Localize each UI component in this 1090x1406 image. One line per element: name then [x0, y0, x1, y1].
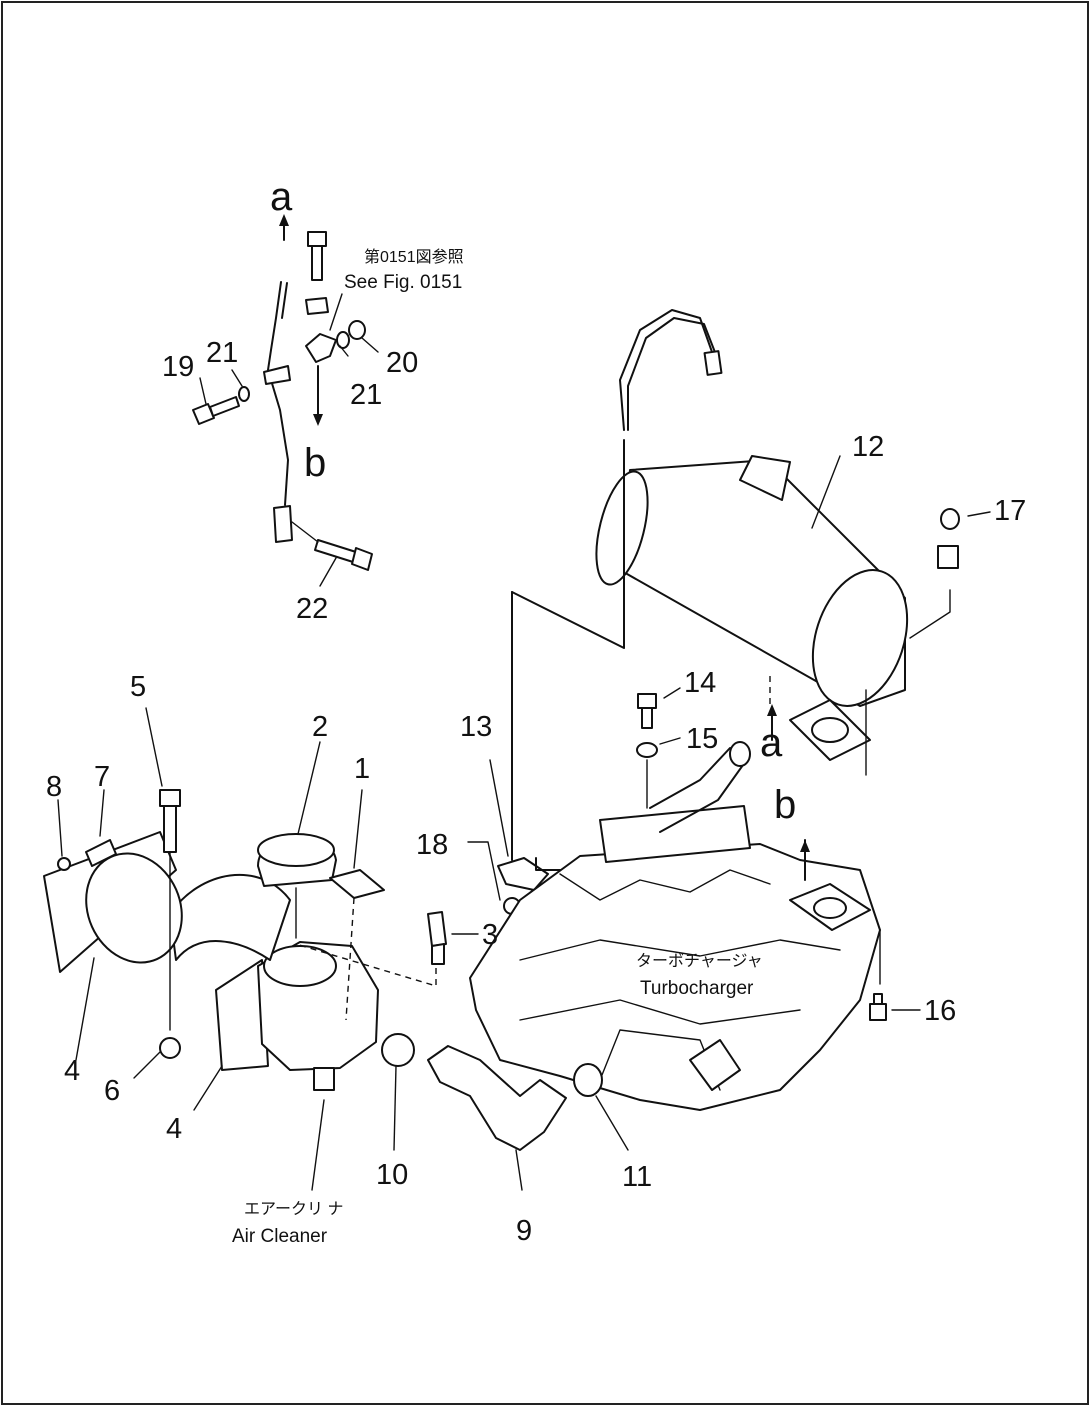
washer-21-right-icon: [336, 331, 350, 349]
callout-19: 19: [162, 351, 194, 383]
callout-8: 8: [46, 771, 62, 803]
callout-1: 1: [354, 753, 370, 785]
nut-17-icon: [909, 508, 991, 639]
bolt-14-icon: [636, 687, 681, 809]
turbocharger-en-label: Turbocharger: [640, 978, 754, 999]
callout-numbers: 1 2 3 4 4 5 6 7 8 9 10 11 12 13 14 15 16…: [46, 337, 1026, 1247]
upper-bolt-icon: [305, 231, 329, 315]
see-fig-jp-note: 第0151図参照: [364, 248, 464, 266]
callout-9: 9: [516, 1215, 532, 1247]
connection-letters: a b a b: [270, 175, 796, 827]
muffler-12-icon: [511, 309, 909, 861]
air-cleaner-icon: [169, 873, 379, 1191]
letter-b-top: b: [304, 441, 326, 485]
bracket-detail: [192, 214, 379, 587]
callout-10: 10: [376, 1159, 408, 1191]
callout-4-left: 4: [64, 1055, 80, 1087]
callout-21-right: 21: [350, 379, 382, 411]
clamp-10-icon: [381, 1033, 415, 1067]
see-fig-en-note: See Fig. 0151: [344, 272, 462, 293]
engine-turbocharger-icon: [469, 741, 881, 1111]
callout-18: 18: [416, 829, 448, 861]
sensor-3-icon: [295, 911, 479, 987]
clamp-11-icon: [573, 1063, 603, 1097]
spring-7-icon: [85, 789, 117, 867]
callout-12: 12: [852, 431, 884, 463]
callout-7: 7: [94, 761, 110, 793]
air-cleaner-en-label: Air Cleaner: [232, 1226, 328, 1247]
callout-17: 17: [994, 495, 1026, 527]
letter-a-right: a: [760, 721, 783, 765]
callout-13: 13: [460, 711, 492, 743]
nut-20-icon: [348, 320, 366, 340]
gasket-icon: [767, 689, 871, 776]
hose-9-icon: [427, 1045, 567, 1191]
callout-16: 16: [924, 995, 956, 1027]
callout-20: 20: [386, 347, 418, 379]
letter-a-top: a: [270, 175, 293, 219]
turbocharger-jp-label: ターボチャージャ: [636, 952, 763, 970]
bolt-16-icon: [869, 993, 921, 1021]
callout-4-lower: 4: [166, 1113, 182, 1145]
callout-15: 15: [686, 723, 718, 755]
callout-11: 11: [622, 1161, 652, 1193]
band-4-icon: [43, 831, 223, 1111]
letter-b-right: b: [774, 783, 796, 827]
callout-3: 3: [482, 919, 498, 951]
nut-6-icon: [159, 1037, 181, 1059]
gasket-1-icon: [329, 789, 385, 1021]
bolt-22-icon: [291, 521, 373, 571]
air-cleaner-jp-label: エアークリ ナ: [244, 1200, 344, 1218]
callout-6: 6: [104, 1075, 120, 1107]
bolt-5-icon: [145, 707, 181, 1031]
washer-8-icon: [57, 857, 71, 871]
callout-14: 14: [684, 667, 716, 699]
annotations: 第0151図参照 See Fig. 0151 ターボチャージャ Turbocha…: [232, 248, 763, 1247]
callout-2: 2: [312, 711, 328, 743]
cap-2-icon: [257, 741, 337, 939]
callout-21-left: 21: [206, 337, 238, 369]
washer-21-icon: [238, 386, 250, 402]
callout-5: 5: [130, 671, 146, 703]
callout-22: 22: [296, 593, 328, 625]
bolt-19-icon: [192, 396, 240, 425]
